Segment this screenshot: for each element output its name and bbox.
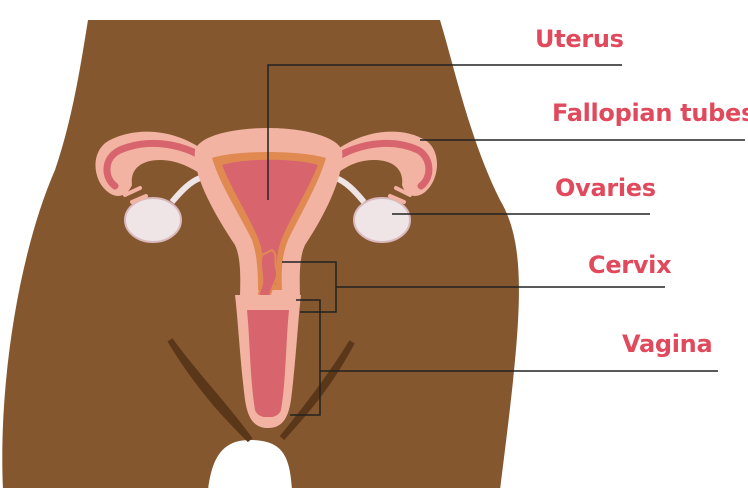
right-ovary [354,198,410,242]
label-ovaries: Ovaries [555,176,656,200]
label-vagina: Vagina [622,332,712,356]
left-ovary [125,198,181,242]
label-uterus: Uterus [535,27,624,51]
label-fallopian-tubes: Fallopian tubes [552,101,748,125]
label-cervix: Cervix [588,253,671,277]
